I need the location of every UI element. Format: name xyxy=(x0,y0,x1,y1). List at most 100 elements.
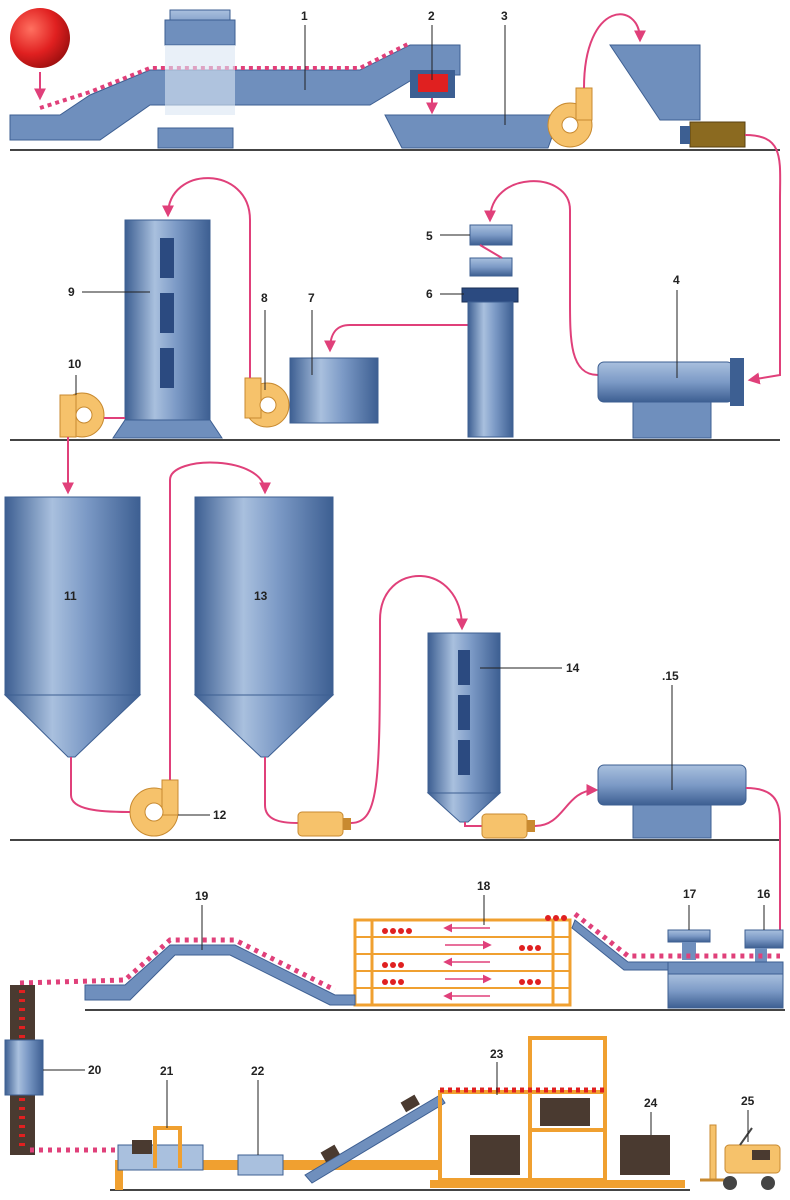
infeed-conveyor xyxy=(571,919,669,971)
rotary-drum xyxy=(597,361,734,403)
sprayer-body xyxy=(164,19,236,46)
hopper xyxy=(609,44,701,121)
pump-8-outlet xyxy=(244,377,262,419)
pipe-12-to-13 xyxy=(169,461,271,780)
cooling-conveyor xyxy=(84,944,356,1006)
pasteurizer-rack xyxy=(353,918,572,1007)
pipe-to-hopper xyxy=(583,13,646,89)
sterilizer-window-2 xyxy=(458,695,470,730)
box-on-incline-1 xyxy=(320,1144,340,1163)
filler-16-head xyxy=(744,929,784,949)
incline-conveyor xyxy=(304,1094,446,1184)
drum-base xyxy=(632,401,712,439)
label-24: 24 xyxy=(644,1096,658,1110)
filler-17-head xyxy=(667,929,711,943)
drum-flange xyxy=(730,358,744,406)
pallet-2 xyxy=(540,1098,590,1126)
collection-tray xyxy=(384,114,561,149)
pipe-4-to-5 xyxy=(484,180,599,376)
pipe-6-to-7 xyxy=(324,324,470,353)
label-14: 14 xyxy=(566,661,580,675)
press-plate xyxy=(461,287,519,303)
pump-8-impeller xyxy=(259,396,277,414)
press-top xyxy=(469,224,513,246)
silo-13-cone xyxy=(193,694,335,758)
label-20: 20 xyxy=(88,1063,102,1077)
tomato-icon xyxy=(10,8,70,68)
labeling-machine xyxy=(4,1039,44,1096)
pump-impeller xyxy=(561,116,579,134)
label-25: 25 xyxy=(741,1094,755,1108)
pump-12-impeller xyxy=(144,802,164,822)
label-10: 10 xyxy=(68,357,82,371)
packing-line-leg-1 xyxy=(115,1170,123,1190)
label-1: 1 xyxy=(301,9,308,23)
label-6: 6 xyxy=(426,287,433,301)
crusher-coupling xyxy=(680,126,690,144)
label-2: 2 xyxy=(428,9,435,23)
label-9: 9 xyxy=(68,285,75,299)
label-16: 16 xyxy=(757,887,771,901)
label-22: 22 xyxy=(251,1064,265,1078)
transfer-pump-1-nozzle xyxy=(343,818,351,830)
pallet-1 xyxy=(470,1135,520,1175)
label-19: 19 xyxy=(195,889,209,903)
packed-box xyxy=(132,1140,152,1154)
filling-table xyxy=(667,961,784,975)
pump-10-outlet xyxy=(59,394,77,438)
product-stream xyxy=(39,41,411,110)
pallet-3 xyxy=(620,1135,670,1175)
pipe-to-15 xyxy=(534,784,599,827)
filling-base xyxy=(667,973,784,1009)
label-17: 17 xyxy=(683,887,697,901)
label-7: 7 xyxy=(308,291,315,305)
pipe-to-4 xyxy=(744,134,782,385)
pump-10-impeller xyxy=(75,406,93,424)
transfer-pump-2-nozzle xyxy=(527,820,535,832)
press-middle xyxy=(469,257,513,277)
label-23: 23 xyxy=(490,1047,504,1061)
sterilizer-cone xyxy=(426,792,502,823)
jar-stream-cooling xyxy=(19,937,337,993)
label-3: 3 xyxy=(501,9,508,23)
pipe-14-to-motor xyxy=(464,822,482,827)
column-window-2 xyxy=(160,293,174,333)
warehouse-floor xyxy=(430,1180,685,1188)
pipe-8-to-9 xyxy=(162,177,251,378)
label-5: 5 xyxy=(426,229,433,243)
label-21: 21 xyxy=(160,1064,174,1078)
label-13: 13 xyxy=(254,589,268,603)
pipe-to-14 xyxy=(350,575,468,824)
spray-basin xyxy=(157,127,234,149)
crusher-motor xyxy=(689,121,746,148)
column-window-1 xyxy=(160,238,174,278)
flow-arrows-18 xyxy=(443,923,492,1001)
jars-in-rack xyxy=(382,915,567,985)
pipe-to-16 xyxy=(745,787,782,930)
label-4: 4 xyxy=(673,273,680,287)
pipe-11-to-12 xyxy=(70,757,131,813)
column-window-3 xyxy=(160,348,174,388)
box-sealer xyxy=(237,1154,284,1176)
column-base xyxy=(112,419,223,439)
transfer-pump-1 xyxy=(297,811,344,837)
box-on-incline-2 xyxy=(400,1094,420,1113)
press-link xyxy=(479,244,503,259)
label-15: .15 xyxy=(662,669,679,683)
sterilizer-window-1 xyxy=(458,650,470,685)
heater-base xyxy=(632,804,712,839)
sorting-unit xyxy=(418,74,448,92)
pipe-13-to-motor xyxy=(264,757,299,824)
storage-silo-13 xyxy=(194,496,334,696)
water-spray xyxy=(165,45,235,115)
transfer-pump-2 xyxy=(481,813,528,839)
forklift-icon xyxy=(700,1124,781,1190)
packer-body xyxy=(117,1144,204,1171)
storage-silo-11 xyxy=(4,496,141,696)
label-11: 11 xyxy=(64,589,77,603)
pump-outlet xyxy=(575,87,593,121)
press-pedestal xyxy=(467,301,514,438)
filler-17-nozzle xyxy=(682,942,696,960)
label-12: 12 xyxy=(213,808,227,822)
